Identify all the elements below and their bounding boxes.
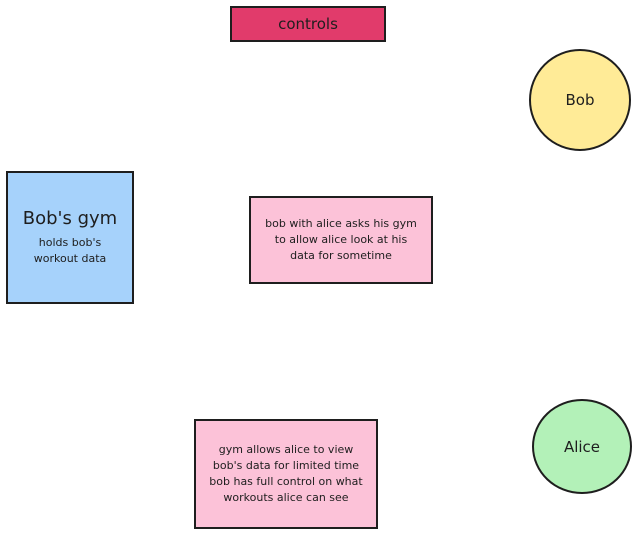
controls-title-box: controls: [230, 6, 386, 42]
gym-title: Bob's gym: [22, 208, 118, 230]
alice-circle: Alice: [532, 399, 632, 494]
controls-label: controls: [278, 15, 338, 33]
permission-note-line2: bob has full control on what workouts al…: [209, 475, 363, 504]
request-note: bob with alice asks his gym to allow ali…: [249, 196, 433, 284]
gym-description: holds bob's workout data: [33, 236, 107, 265]
permission-note-line1: gym allows alice to view bob's data for …: [212, 443, 360, 473]
request-note-text: bob with alice asks his gym to allow ali…: [265, 217, 417, 262]
bobs-gym-box: Bob's gym holds bob's workout data: [6, 171, 134, 304]
permission-note: gym allows alice to view bob's data for …: [194, 419, 378, 529]
alice-label: Alice: [563, 437, 601, 456]
bob-label: Bob: [565, 91, 595, 109]
bob-circle: Bob: [529, 49, 631, 151]
